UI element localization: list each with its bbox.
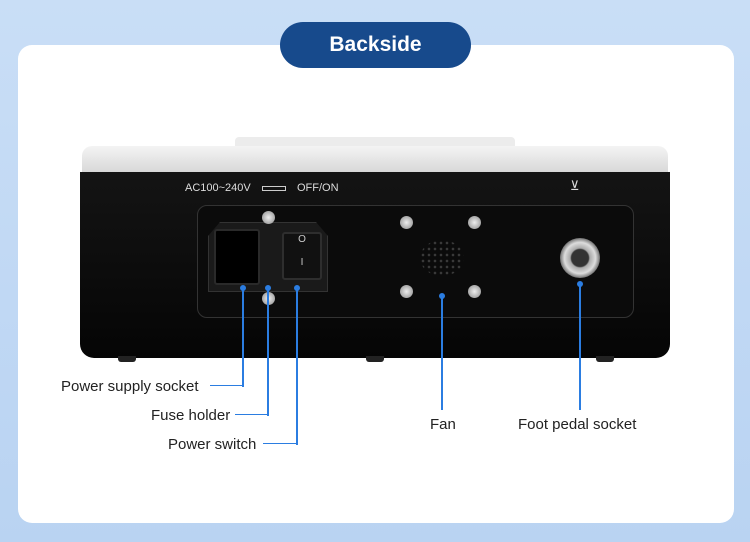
callout-fan: Fan xyxy=(430,416,456,433)
power-socket xyxy=(214,229,260,285)
callout-power-supply-socket: Power supply socket xyxy=(61,378,199,395)
page-title: Backside xyxy=(280,22,471,68)
callout-power-switch: Power switch xyxy=(168,436,257,453)
switch-label: OFF/ON xyxy=(297,182,339,194)
callout-foot-pedal-socket: Foot pedal socket xyxy=(518,416,637,433)
voltage-label: AC100~240V xyxy=(185,182,251,194)
fuse-icon xyxy=(262,186,286,191)
callout-fuse-holder: Fuse holder xyxy=(151,407,231,424)
foot-pedal-connector xyxy=(560,238,600,278)
foot-pedal-icon: ⊻ xyxy=(570,178,580,193)
fan-grill xyxy=(420,240,464,276)
